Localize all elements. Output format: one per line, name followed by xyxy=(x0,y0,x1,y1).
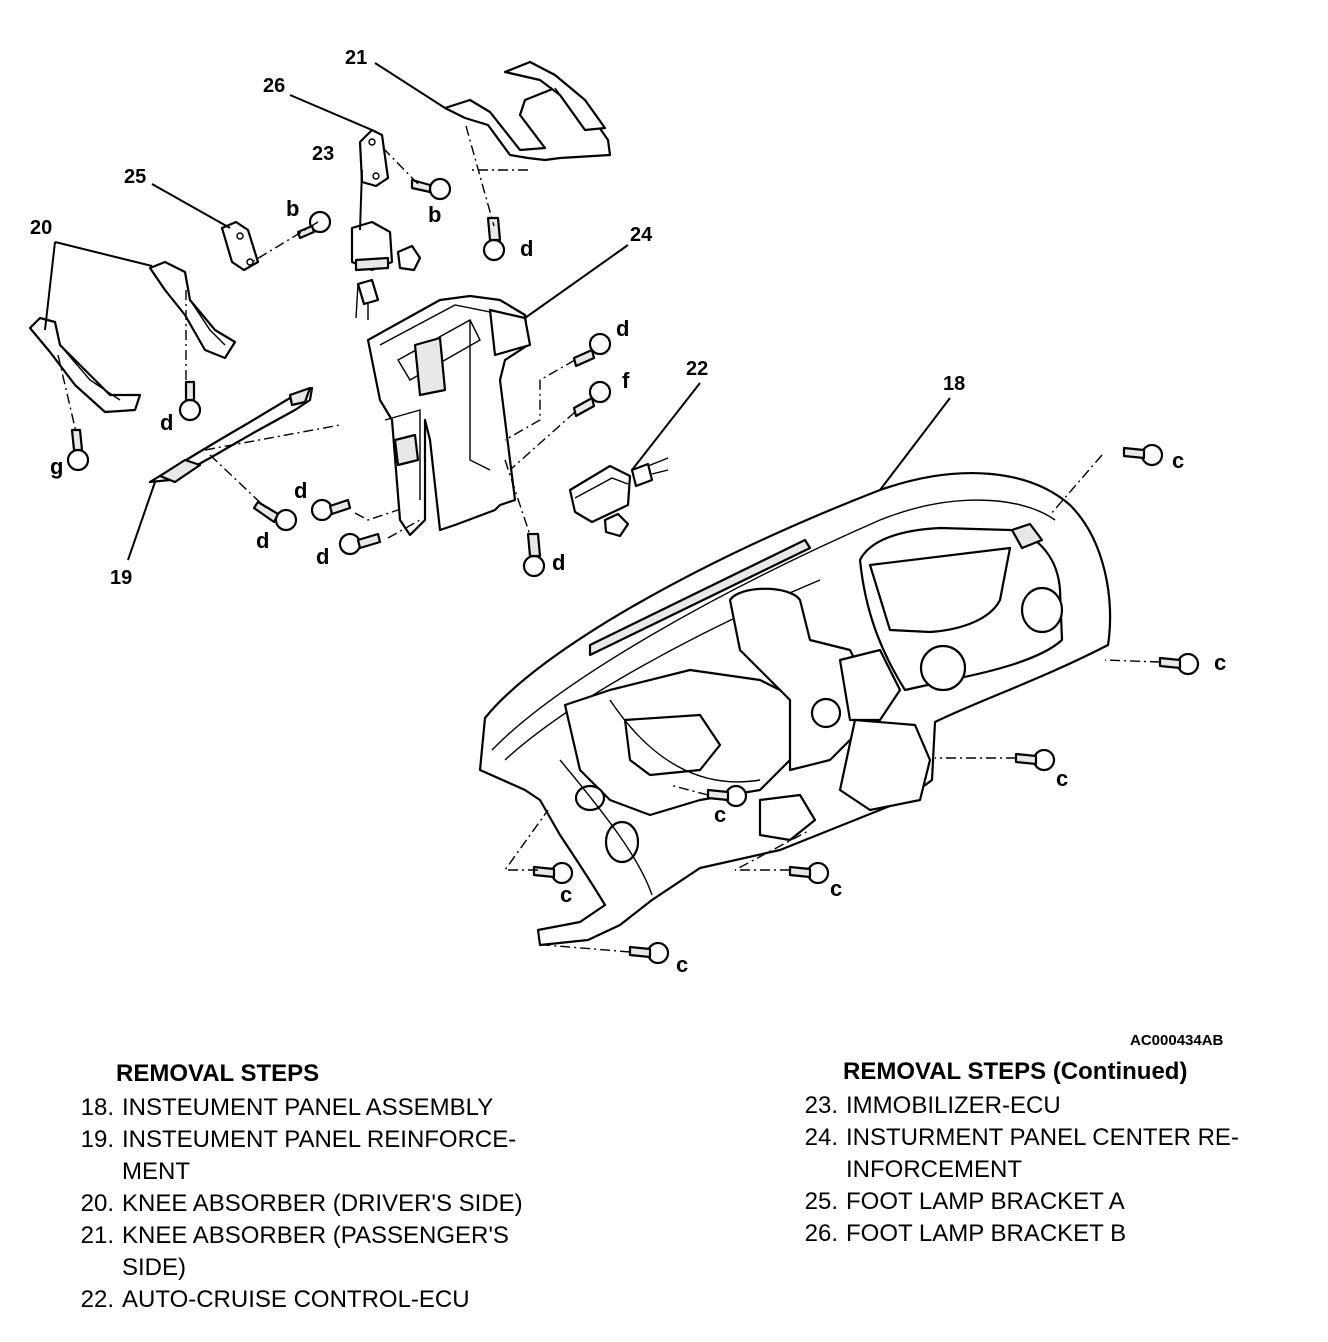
step-number: 23. xyxy=(804,1092,838,1119)
list-item: 22. AUTO-CRUISE CONTROL-ECU xyxy=(66,1284,666,1316)
step-text-continuation: INFORCEMENT xyxy=(846,1156,1022,1183)
callout-18: 18 xyxy=(943,373,965,395)
removal-steps-heading: REMOVAL STEPS xyxy=(116,1060,320,1087)
bolt-icon xyxy=(572,332,612,368)
list-item-continuation: INFORCEMENT xyxy=(790,1154,1320,1186)
knee-absorber-passenger xyxy=(443,60,612,162)
immobilizer-ecu xyxy=(350,220,422,320)
step-text-continuation: MENT xyxy=(122,1158,190,1185)
step-text-continuation: SIDE) xyxy=(122,1254,187,1281)
step-text: INSTEUMENT PANEL ASSEMBLY xyxy=(122,1094,494,1121)
exploded-parts-diagram: 21 26 23 25 20 24 22 18 19 b b c c c c c… xyxy=(28,47,1226,977)
step-number: 26. xyxy=(804,1220,838,1247)
instrument-panel-assembly xyxy=(478,472,1112,947)
bolt-icon xyxy=(788,861,830,885)
step-number: 24. xyxy=(804,1124,838,1151)
callout-25: 25 xyxy=(124,166,146,188)
list-item: 24. INSTURMENT PANEL CENTER RE- xyxy=(790,1122,1320,1154)
step-text: FOOT LAMP BRACKET B xyxy=(846,1220,1127,1247)
removal-steps: REMOVAL STEPS 18. INSTEUMENT PANEL ASSEM… xyxy=(66,1058,666,1316)
step-number: 18. xyxy=(80,1094,114,1121)
bolt-icon xyxy=(532,861,574,885)
list-item: 23. IMMOBILIZER-ECU xyxy=(790,1090,1320,1122)
bolt-icon xyxy=(1014,748,1056,772)
reinforcement-bar xyxy=(148,386,314,484)
bolt-icon xyxy=(1122,443,1164,467)
step-number: 20. xyxy=(80,1190,114,1217)
step-text: IMMOBILIZER-ECU xyxy=(846,1092,1061,1119)
callout-24: 24 xyxy=(630,224,653,246)
callout-26: 26 xyxy=(263,75,285,97)
fastener-letters: b b c c c c c c c c d d d d d d d d d f … xyxy=(50,196,1226,977)
knee-absorber-driver xyxy=(28,260,237,414)
fastener-label: c xyxy=(1056,766,1068,791)
step-text: KNEE ABSORBER (DRIVER'S SIDE) xyxy=(122,1190,523,1217)
fastener-label: d xyxy=(256,528,269,553)
list-item: 19. INSTEUMENT PANEL REINFORCE- xyxy=(66,1124,666,1156)
bolt-icon xyxy=(296,210,332,240)
step-number: 22. xyxy=(80,1286,114,1313)
bolt-icon xyxy=(252,500,298,532)
fastener-label: b xyxy=(286,196,299,221)
fastener-label: d xyxy=(552,550,565,575)
removal-steps-continued-heading: REMOVAL STEPS (Continued) xyxy=(843,1058,1188,1085)
bolt-icon xyxy=(66,428,90,472)
step-number: 21. xyxy=(80,1222,114,1249)
fastener-label: d xyxy=(160,410,173,435)
callout-19: 19 xyxy=(110,567,132,589)
list-item-continuation: SIDE) xyxy=(66,1252,666,1284)
step-text: KNEE ABSORBER (PASSENGER'S xyxy=(122,1222,509,1249)
fastener-label: b xyxy=(428,202,441,227)
bolt-icon xyxy=(410,177,452,201)
bolt-icon xyxy=(522,532,546,578)
bolt-icon xyxy=(482,216,506,262)
fastener-label: c xyxy=(1214,650,1226,675)
bolt-icon xyxy=(310,498,352,522)
center-reinforcement xyxy=(366,294,532,537)
bolt-icon xyxy=(706,784,748,808)
leader-lines xyxy=(44,62,951,561)
fastener-label: d xyxy=(316,544,329,569)
list-item: 21. KNEE ABSORBER (PASSENGER'S xyxy=(66,1220,666,1252)
bolt-icon xyxy=(628,941,670,965)
foot-lamp-bracket-b xyxy=(358,128,390,188)
fastener-label: f xyxy=(622,368,630,393)
step-number: 25. xyxy=(804,1188,838,1215)
fastener-label: g xyxy=(50,454,63,479)
removal-steps-continued: REMOVAL STEPS (Continued) 23. IMMOBILIZE… xyxy=(790,1056,1320,1250)
fastener-label: c xyxy=(1172,448,1184,473)
callout-numbers: 21 26 23 25 20 24 22 18 19 xyxy=(30,47,965,589)
step-text: INSTEUMENT PANEL REINFORCE- xyxy=(122,1126,517,1153)
list-item: 18. INSTEUMENT PANEL ASSEMBLY xyxy=(66,1092,666,1124)
list-item-continuation: MENT xyxy=(66,1156,666,1188)
fastener-label: d xyxy=(294,478,307,503)
callout-22: 22 xyxy=(686,358,708,380)
bolts xyxy=(66,177,1200,965)
step-text: FOOT LAMP BRACKET A xyxy=(846,1188,1125,1215)
fastener-label: c xyxy=(676,952,688,977)
bolt-icon xyxy=(1158,652,1200,676)
fastener-label: c xyxy=(830,876,842,901)
fastener-label: d xyxy=(520,236,533,261)
fastener-label: c xyxy=(560,882,572,907)
list-item: 25. FOOT LAMP BRACKET A xyxy=(790,1186,1320,1218)
auto-cruise-ecu xyxy=(568,457,669,538)
step-number: 19. xyxy=(80,1126,114,1153)
step-text: INSTURMENT PANEL CENTER RE- xyxy=(846,1124,1239,1151)
list-item: 26. FOOT LAMP BRACKET B xyxy=(790,1218,1320,1250)
bolt-icon xyxy=(572,380,612,418)
bolt-icon xyxy=(338,532,382,556)
fastener-label: d xyxy=(616,316,629,341)
alignment-lines xyxy=(57,125,1161,953)
figure-code: AC000434AB xyxy=(1130,1032,1224,1049)
callout-20: 20 xyxy=(30,217,52,239)
callout-23: 23 xyxy=(312,143,334,165)
bolt-icon xyxy=(178,380,202,422)
list-item: 20. KNEE ABSORBER (DRIVER'S SIDE) xyxy=(66,1188,666,1220)
callout-21: 21 xyxy=(345,47,367,69)
foot-lamp-bracket-a xyxy=(220,220,260,272)
step-text: AUTO-CRUISE CONTROL-ECU xyxy=(122,1286,470,1313)
fastener-label: c xyxy=(714,802,726,827)
